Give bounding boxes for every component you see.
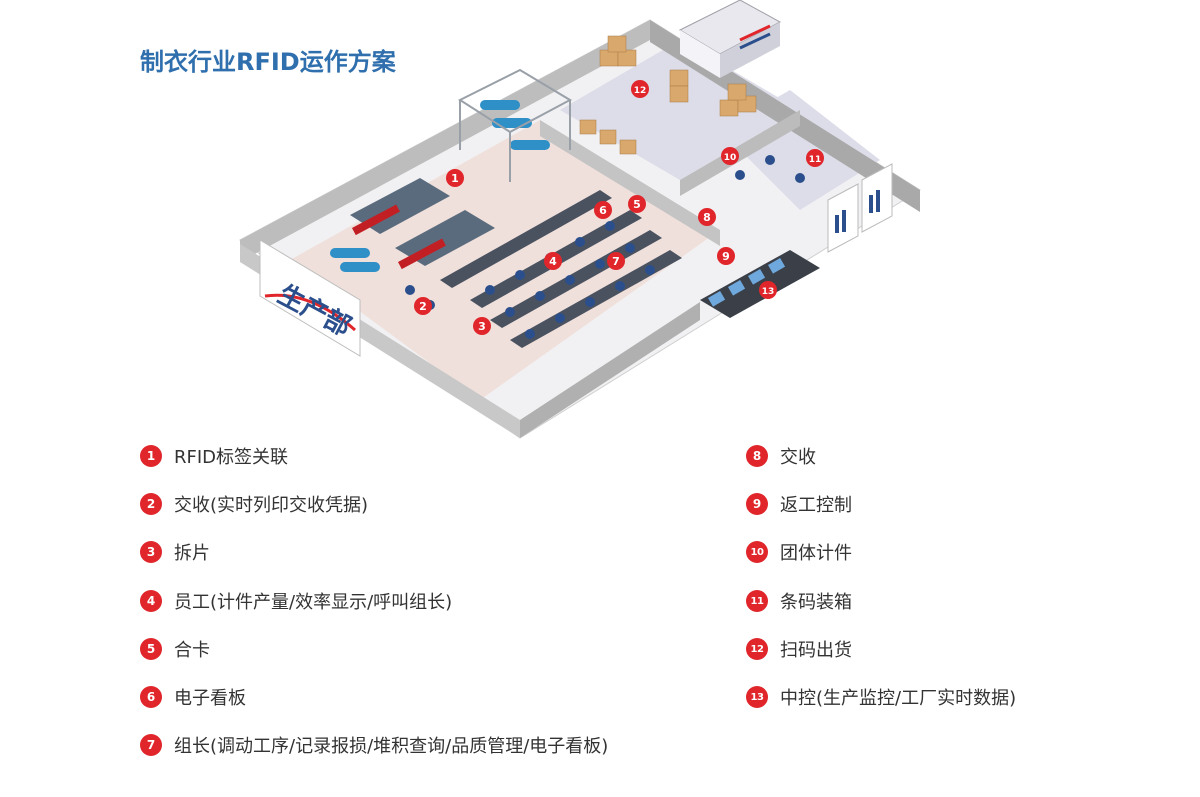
cutting-tables bbox=[350, 178, 495, 270]
legend-badge: 7 bbox=[140, 734, 162, 756]
legend-label: RFID标签关联 bbox=[174, 447, 289, 468]
storage-shelves bbox=[457, 68, 573, 182]
legend-badge: 5 bbox=[140, 638, 162, 660]
legend-badge: 10 bbox=[746, 541, 768, 563]
marker-11: 11 bbox=[806, 149, 824, 167]
legend-label: 电子看板 bbox=[174, 688, 246, 709]
legend-item-8: 8 交收 bbox=[746, 442, 816, 470]
svg-text:2: 2 bbox=[419, 300, 427, 313]
svg-text:5: 5 bbox=[633, 198, 641, 211]
marker-7: 7 bbox=[607, 252, 625, 270]
marker-6: 6 bbox=[594, 201, 612, 219]
page-title: 制衣行业RFID运作方案 bbox=[140, 48, 396, 76]
control-center bbox=[700, 250, 820, 318]
legend-label: 交收 bbox=[780, 447, 816, 468]
fabric-rolls bbox=[330, 100, 550, 272]
packing-floor bbox=[720, 90, 880, 210]
marker-8: 8 bbox=[698, 208, 716, 226]
legend-label: 团体计件 bbox=[780, 543, 852, 564]
marker-5: 5 bbox=[628, 195, 646, 213]
marker-9: 9 bbox=[717, 247, 735, 265]
legend-item-12: 12 扫码出货 bbox=[746, 635, 852, 663]
legend-item-10: 10 团体计件 bbox=[746, 538, 852, 566]
svg-text:11: 11 bbox=[809, 155, 822, 165]
left-wall bbox=[240, 20, 650, 262]
marker-10: 10 bbox=[721, 147, 739, 165]
legend-item-13: 13 中控(生产监控/工厂实时数据) bbox=[746, 683, 1016, 711]
legend-badge: 3 bbox=[140, 541, 162, 563]
svg-text:1: 1 bbox=[451, 172, 459, 185]
legend-badge: 1 bbox=[140, 445, 162, 467]
legend-badge: 12 bbox=[746, 638, 768, 660]
marker-2: 2 bbox=[414, 297, 432, 315]
legend-item-6: 6 电子看板 bbox=[140, 683, 246, 711]
legend-badge: 9 bbox=[746, 493, 768, 515]
marker-4: 4 bbox=[544, 252, 562, 270]
legend-item-7: 7 组长(调动工序/记录报损/堆积查询/品质管理/电子看板) bbox=[140, 731, 608, 759]
front-wall-right bbox=[520, 302, 700, 438]
legend-badge: 6 bbox=[140, 686, 162, 708]
factory-illustration: 生产部 bbox=[239, 0, 921, 439]
partition-wall bbox=[540, 120, 720, 246]
legend-label: 条码装箱 bbox=[780, 592, 852, 613]
legend-label: 交收(实时列印交收凭据) bbox=[174, 495, 369, 516]
legend-label: 合卡 bbox=[174, 640, 210, 661]
legend-item-11: 11 条码装箱 bbox=[746, 587, 852, 615]
legend-badge: 4 bbox=[140, 590, 162, 612]
svg-text:13: 13 bbox=[762, 287, 775, 297]
svg-text:9: 9 bbox=[722, 250, 730, 263]
svg-text:12: 12 bbox=[634, 86, 647, 96]
delivery-truck bbox=[678, 0, 782, 78]
legend-item-1: 1 RFID标签关联 bbox=[140, 442, 288, 470]
legend-item-3: 3 拆片 bbox=[140, 538, 210, 566]
legend-badge: 2 bbox=[140, 493, 162, 515]
production-floor bbox=[290, 120, 720, 400]
legend-badge: 8 bbox=[746, 445, 768, 467]
legend-label: 组长(调动工序/记录报损/堆积查询/品质管理/电子看板) bbox=[174, 736, 609, 757]
legend-badge: 11 bbox=[746, 590, 768, 612]
svg-text:4: 4 bbox=[549, 255, 557, 268]
marker-3: 3 bbox=[473, 317, 491, 335]
cargo-boxes bbox=[579, 35, 757, 155]
svg-text:10: 10 bbox=[724, 153, 737, 163]
marker-12: 12 bbox=[631, 80, 649, 98]
legend-label: 拆片 bbox=[174, 543, 210, 564]
legend-item-2: 2 交收(实时列印交收凭据) bbox=[140, 490, 368, 518]
legend-item-5: 5 合卡 bbox=[140, 635, 210, 663]
legend-item-9: 9 返工控制 bbox=[746, 490, 852, 518]
legend-label: 中控(生产监控/工厂实时数据) bbox=[780, 688, 1017, 709]
partition-wall-2 bbox=[680, 110, 800, 196]
marker-1: 1 bbox=[446, 169, 464, 187]
svg-text:3: 3 bbox=[478, 320, 486, 333]
legend-label: 员工(计件产量/效率显示/呼叫组长) bbox=[174, 592, 453, 613]
marker-13: 13 bbox=[759, 281, 777, 299]
svg-text:7: 7 bbox=[612, 255, 620, 268]
legend-badge: 13 bbox=[746, 686, 768, 708]
svg-text:8: 8 bbox=[703, 211, 711, 224]
svg-text:6: 6 bbox=[599, 204, 607, 217]
display-boards bbox=[827, 163, 893, 253]
legend-item-4: 4 员工(计件产量/效率显示/呼叫组长) bbox=[140, 587, 452, 615]
legend-label: 返工控制 bbox=[780, 495, 852, 516]
legend-label: 扫码出货 bbox=[780, 640, 852, 661]
